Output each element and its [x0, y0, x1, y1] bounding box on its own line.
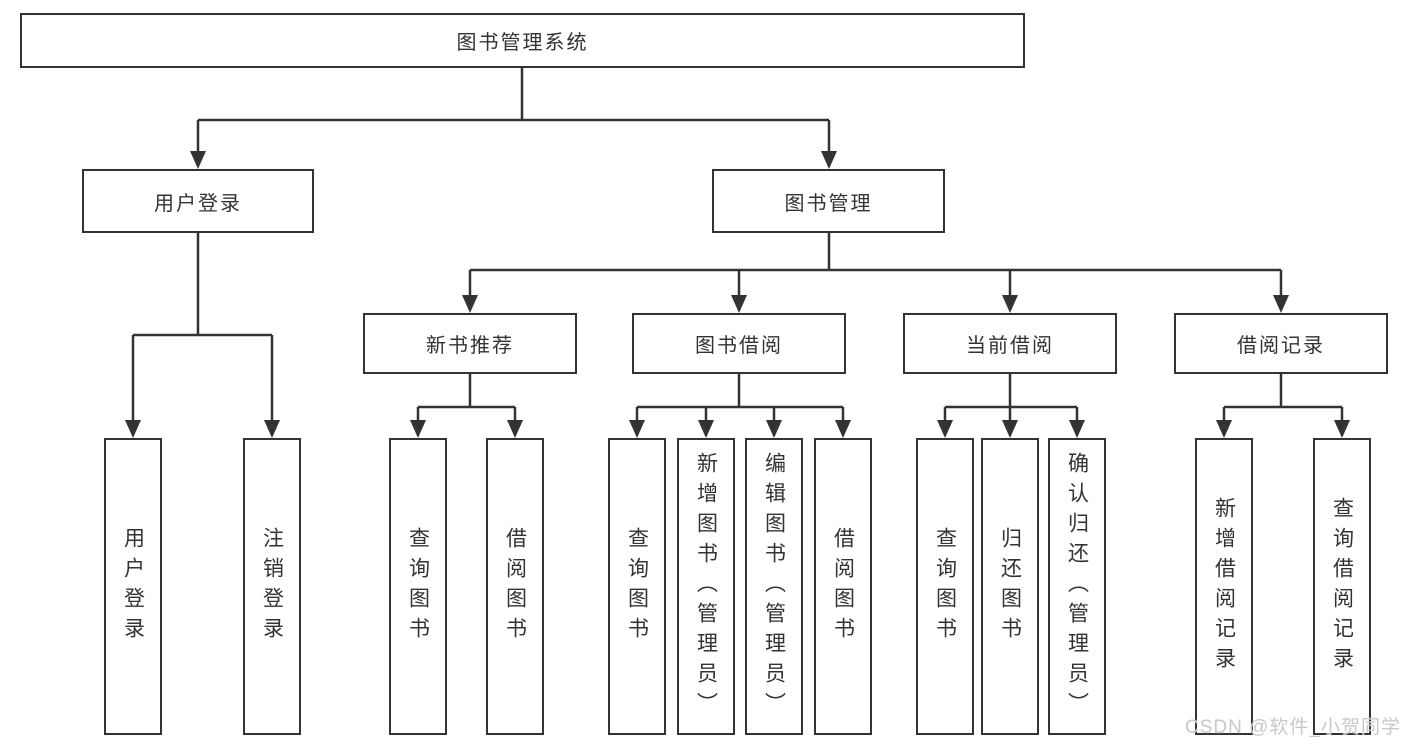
node-current-borrow: 当前借阅 [903, 313, 1117, 374]
leaf-br-query-record: 查询借阅记录 [1313, 438, 1371, 735]
edge-bookborrow-to-leaves [635, 372, 845, 423]
edge-root-to-level2 [196, 66, 831, 154]
leaf-br-add-record: 新增借阅记录 [1195, 438, 1253, 735]
leaf-cb-confirm-return-admin: 确认归还（管理员） [1048, 438, 1106, 735]
node-borrow-records: 借阅记录 [1174, 313, 1388, 374]
arrow-down-icon [731, 295, 747, 313]
edge-newbookrec-to-leaves [416, 372, 517, 423]
edge-borrowrecords-to-leaves [1222, 372, 1344, 423]
arrow-down-icon [410, 420, 426, 438]
leaf-user-login: 用户登录 [104, 438, 162, 735]
leaf-rec-borrow-books: 借阅图书 [486, 438, 544, 735]
arrow-down-icon [698, 420, 714, 438]
arrow-down-icon [462, 295, 478, 313]
arrow-down-icon [821, 151, 837, 169]
leaf-bb-edit-books-admin: 编辑图书（管理员） [745, 438, 803, 735]
leaf-bb-add-books-admin: 新增图书（管理员） [677, 438, 735, 735]
edge-login-to-leaves [131, 231, 274, 423]
leaf-cb-query-books: 查询图书 [916, 438, 974, 735]
node-root: 图书管理系统 [20, 13, 1025, 68]
edge-bookmgmt-to-level3 [468, 231, 1283, 299]
node-book-borrow: 图书借阅 [632, 313, 846, 374]
leaf-logout: 注销登录 [243, 438, 301, 735]
edge-currentborrow-to-leaves [943, 372, 1079, 423]
arrow-down-icon [1002, 295, 1018, 313]
node-user-login: 用户登录 [82, 169, 314, 233]
leaf-rec-query-books: 查询图书 [389, 438, 447, 735]
arrow-down-icon [1273, 295, 1289, 313]
arrow-down-icon [190, 151, 206, 169]
leaf-bb-borrow-books: 借阅图书 [814, 438, 872, 735]
arrow-down-icon [937, 420, 953, 438]
leaf-cb-return-books: 归还图书 [981, 438, 1039, 735]
arrow-down-icon [766, 420, 782, 438]
arrow-down-icon [125, 420, 141, 438]
arrow-down-icon [835, 420, 851, 438]
arrow-down-icon [507, 420, 523, 438]
arrow-down-icon [1216, 420, 1232, 438]
arrow-down-icon [1069, 420, 1085, 438]
leaf-bb-query-books: 查询图书 [608, 438, 666, 735]
csdn-watermark: CSDN @软件_小贺同学 [1185, 717, 1401, 738]
arrowhead-icons [125, 151, 1350, 438]
node-book-management: 图书管理 [712, 169, 945, 233]
node-new-book-recommend: 新书推荐 [363, 313, 577, 374]
arrow-down-icon [1334, 420, 1350, 438]
arrow-down-icon [629, 420, 645, 438]
arrow-down-icon [264, 420, 280, 438]
arrow-down-icon [1002, 420, 1018, 438]
